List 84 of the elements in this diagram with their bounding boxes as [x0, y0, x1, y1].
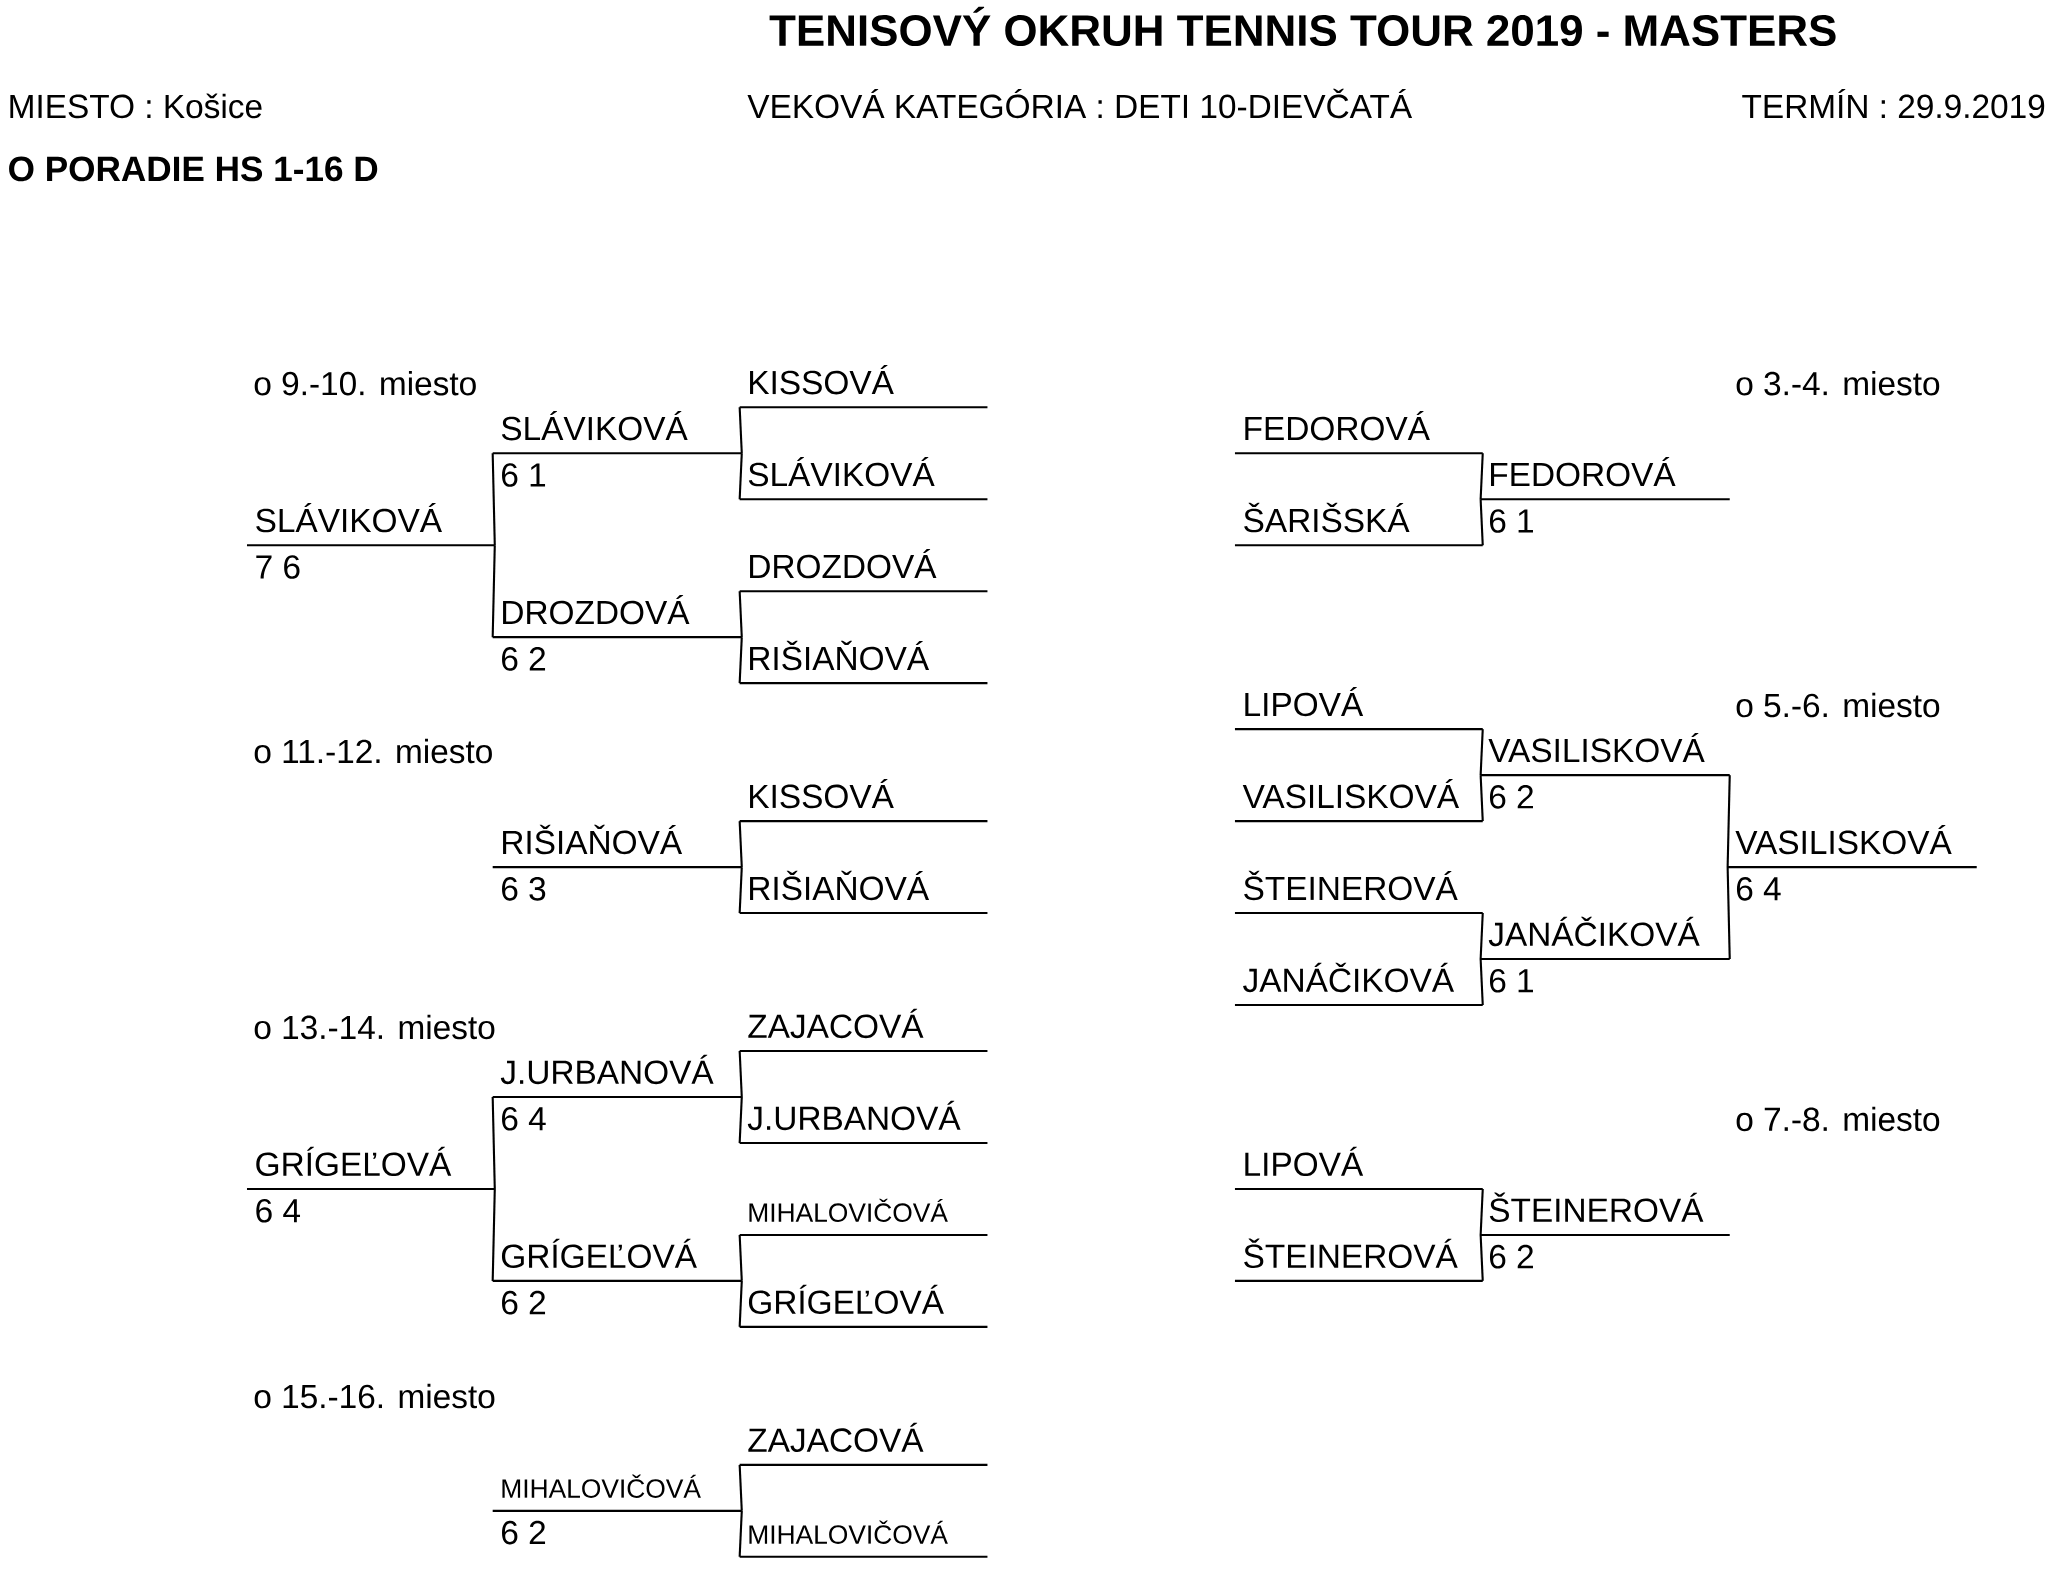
score-text: 6 2 — [1489, 1244, 1533, 1269]
bracket-line — [1479, 1234, 1484, 1281]
player-slot: SLÁVIKOVÁ — [492, 411, 742, 455]
bracket-line — [1479, 959, 1484, 1006]
bracket-line — [738, 637, 743, 684]
bracket-line — [491, 1188, 496, 1281]
bracket-line — [738, 1280, 743, 1327]
score-text: 6 1 — [1489, 969, 1533, 993]
score-text: 6 1 — [1489, 509, 1533, 533]
bracket-line — [1479, 1188, 1484, 1235]
player-slot: ZAJACOVÁ — [739, 1422, 988, 1466]
score-text: 6 4 — [1736, 877, 1781, 901]
player-slot: VASILISKOVÁ — [1234, 778, 1483, 823]
bracket-line — [491, 545, 496, 638]
score-text: 6 4 — [256, 1198, 300, 1223]
player-slot: KISSOVÁ — [739, 365, 988, 409]
bracket-line — [738, 1464, 743, 1511]
group-heading: o 7.-8. miesto — [1736, 1106, 1940, 1132]
player-slot: MIHALOVIČOVÁ — [492, 1474, 742, 1512]
bracket-line — [1726, 867, 1731, 960]
bracket-line — [1726, 775, 1731, 868]
player-slot: J.URBANOVÁ — [492, 1054, 742, 1099]
player-slot: JANÁČIKOVÁ — [1234, 962, 1483, 1007]
player-slot: RIŠIAŇOVÁ — [492, 824, 742, 869]
player-slot: RIŠIAŇOVÁ — [739, 640, 988, 685]
score-text: 6 2 — [502, 1520, 546, 1545]
group-heading: o 15.-16. miesto — [254, 1383, 495, 1409]
player-slot: LIPOVÁ — [1234, 1146, 1483, 1191]
bracket-line — [1479, 775, 1484, 822]
player-slot: GRÍGEĽOVÁ — [247, 1146, 495, 1191]
section-heading: O PORADIE HS 1-16 D — [9, 156, 378, 182]
title: TENISOVÝ OKRUH TENNIS TOUR 2019 - MASTERS — [769, 6, 1836, 47]
player-slot: ŠTEINEROVÁ — [1234, 870, 1483, 915]
group-heading: o 5.-6. miesto — [1736, 692, 1940, 718]
bracket-line — [1479, 913, 1484, 960]
player-slot: FEDOROVÁ — [1480, 457, 1730, 501]
score-text: 6 2 — [502, 1290, 546, 1315]
player-slot: MIHALOVIČOVÁ — [739, 1520, 988, 1558]
bracket-line — [738, 1234, 743, 1281]
score-text: 6 2 — [502, 647, 546, 671]
player-slot: ZAJACOVÁ — [739, 1008, 988, 1053]
group-heading: o 11.-12. miesto — [254, 738, 492, 764]
score-text: 6 2 — [1489, 785, 1533, 809]
bracket-line — [1479, 729, 1484, 776]
player-slot: GRÍGEĽOVÁ — [492, 1238, 742, 1282]
score-text: 6 1 — [502, 463, 546, 487]
player-slot: ŠTEINEROVÁ — [1234, 1238, 1483, 1282]
player-slot: DROZDOVÁ — [739, 549, 988, 593]
bracket-line — [491, 1097, 496, 1189]
player-slot: JANÁČIKOVÁ — [1480, 916, 1730, 961]
info-text: TERMÍN : 29.9.2019 — [1742, 88, 2045, 119]
player-slot: RIŠIAŇOVÁ — [739, 870, 988, 915]
score-text: 6 4 — [502, 1106, 546, 1131]
info-text: MIESTO : Košice — [10, 93, 262, 119]
player-slot: VASILISKOVÁ — [1727, 824, 1977, 869]
bracket-line — [738, 1096, 743, 1144]
bracket-line — [738, 591, 743, 638]
group-heading: o 13.-14. miesto — [254, 1014, 495, 1040]
group-heading: o 9.-10. miesto — [254, 370, 476, 396]
player-slot: SLÁVIKOVÁ — [739, 457, 988, 501]
player-slot: ŠARIŠSKÁ — [1234, 502, 1483, 547]
bracket-line — [738, 821, 743, 868]
player-slot: SLÁVIKOVÁ — [247, 503, 495, 547]
player-slot: GRÍGEĽOVÁ — [739, 1284, 988, 1328]
score-text: 6 3 — [502, 877, 546, 901]
bracket-line — [1479, 499, 1484, 546]
player-slot: KISSOVÁ — [739, 778, 988, 823]
bracket-line — [738, 1510, 743, 1557]
bracket-line — [738, 867, 743, 914]
player-slot: FEDOROVÁ — [1234, 411, 1483, 455]
player-slot: J.URBANOVÁ — [739, 1100, 988, 1145]
score-text: 7 6 — [256, 555, 300, 579]
player-slot: MIHALOVIČOVÁ — [739, 1198, 988, 1236]
info-text: VEKOVÁ KATEGÓRIA : DETI 10-DIEVČATÁ — [747, 88, 1413, 119]
player-slot: DROZDOVÁ — [492, 595, 742, 639]
player-slot: LIPOVÁ — [1234, 687, 1483, 731]
bracket-line — [738, 453, 743, 500]
player-slot: ŠTEINEROVÁ — [1480, 1192, 1730, 1236]
player-slot: VASILISKOVÁ — [1480, 732, 1730, 777]
group-heading: o 3.-4. miesto — [1736, 370, 1940, 396]
bracket-line — [738, 407, 743, 454]
bracket-line — [491, 453, 496, 546]
bracket-line — [1479, 453, 1484, 500]
bracket-line — [738, 1051, 743, 1098]
